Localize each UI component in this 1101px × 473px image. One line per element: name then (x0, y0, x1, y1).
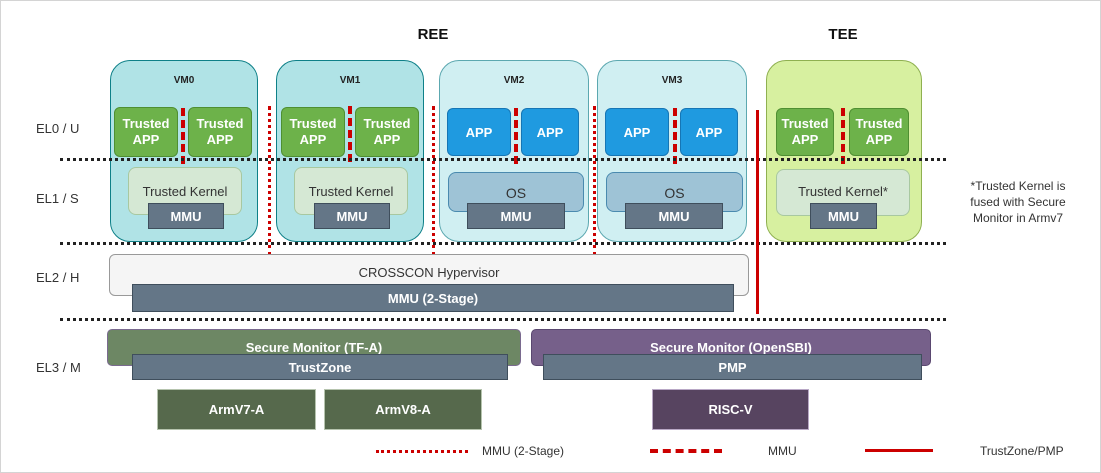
level-el0: EL0 / U (36, 121, 80, 136)
separator-el1-el2 (60, 242, 946, 245)
vm2-mmu: MMU (467, 203, 565, 229)
tee-mmu-isolation-dashed (841, 108, 845, 164)
footnote: *Trusted Kernel is fused with Secure Mon… (970, 179, 1066, 225)
vm1-mmu-isolation-dashed (348, 106, 352, 162)
vm3-app-1: APP (605, 108, 669, 156)
vm0-mmu: MMU (148, 203, 224, 229)
vm3-mmu: MMU (625, 203, 723, 229)
legend-dashed-label: MMU (768, 444, 797, 458)
trustzone-pmp-boundary (756, 110, 759, 314)
legend-dotted-label: MMU (2-Stage) (482, 444, 565, 458)
riscv-block: RISC-V (652, 389, 809, 430)
vm3-app-2: APP (680, 108, 738, 156)
separator-el0-el1 (60, 158, 946, 161)
vm1-mmu: MMU (314, 203, 390, 229)
tee-trusted-app-2: Trusted APP (849, 108, 909, 156)
vm2-app-1: APP (447, 108, 511, 156)
vm1-trusted-app-2: Trusted APP (355, 107, 419, 157)
legend-solid-label: TrustZone/PMP (980, 444, 1064, 458)
legend-dashed-swatch (650, 449, 722, 453)
hypervisor-mmu-2stage: MMU (2-Stage) (132, 284, 734, 312)
vm3-mmu-isolation-dashed (673, 108, 677, 164)
level-el3: EL3 / M (36, 360, 81, 375)
vm3-label: VM3 (661, 75, 683, 86)
separator-el2-el3 (60, 318, 946, 321)
vm1-trusted-app-1: Trusted APP (281, 107, 345, 157)
ree-heading: REE (417, 25, 449, 43)
mmu-2stage-separator-2 (432, 106, 435, 256)
pmp-bar: PMP (543, 354, 922, 380)
vm1-label: VM1 (339, 75, 361, 86)
mmu-2stage-separator-1 (268, 106, 271, 256)
vm2-label: VM2 (503, 75, 525, 86)
level-el2: EL2 / H (36, 270, 80, 285)
vm0-mmu-isolation-dashed (181, 108, 185, 164)
vm0-label: VM0 (173, 75, 195, 86)
armv8a-block: ArmV8-A (324, 389, 482, 430)
mmu-2stage-separator-3 (593, 106, 596, 256)
armv7a-block: ArmV7-A (157, 389, 316, 430)
vm0-trusted-app-2: Trusted APP (188, 107, 252, 157)
vm2-app-2: APP (521, 108, 579, 156)
vm0-trusted-app-1: Trusted APP (114, 107, 178, 157)
tee-trusted-app-1: Trusted APP (776, 108, 834, 156)
legend-solid-swatch (865, 449, 933, 452)
tee-mmu: MMU (810, 203, 877, 229)
level-el1: EL1 / S (36, 191, 79, 206)
vm2-mmu-isolation-dashed (514, 108, 518, 164)
tee-heading: TEE (828, 25, 858, 43)
legend-dotted-swatch (376, 450, 468, 453)
trustzone-bar: TrustZone (132, 354, 508, 380)
